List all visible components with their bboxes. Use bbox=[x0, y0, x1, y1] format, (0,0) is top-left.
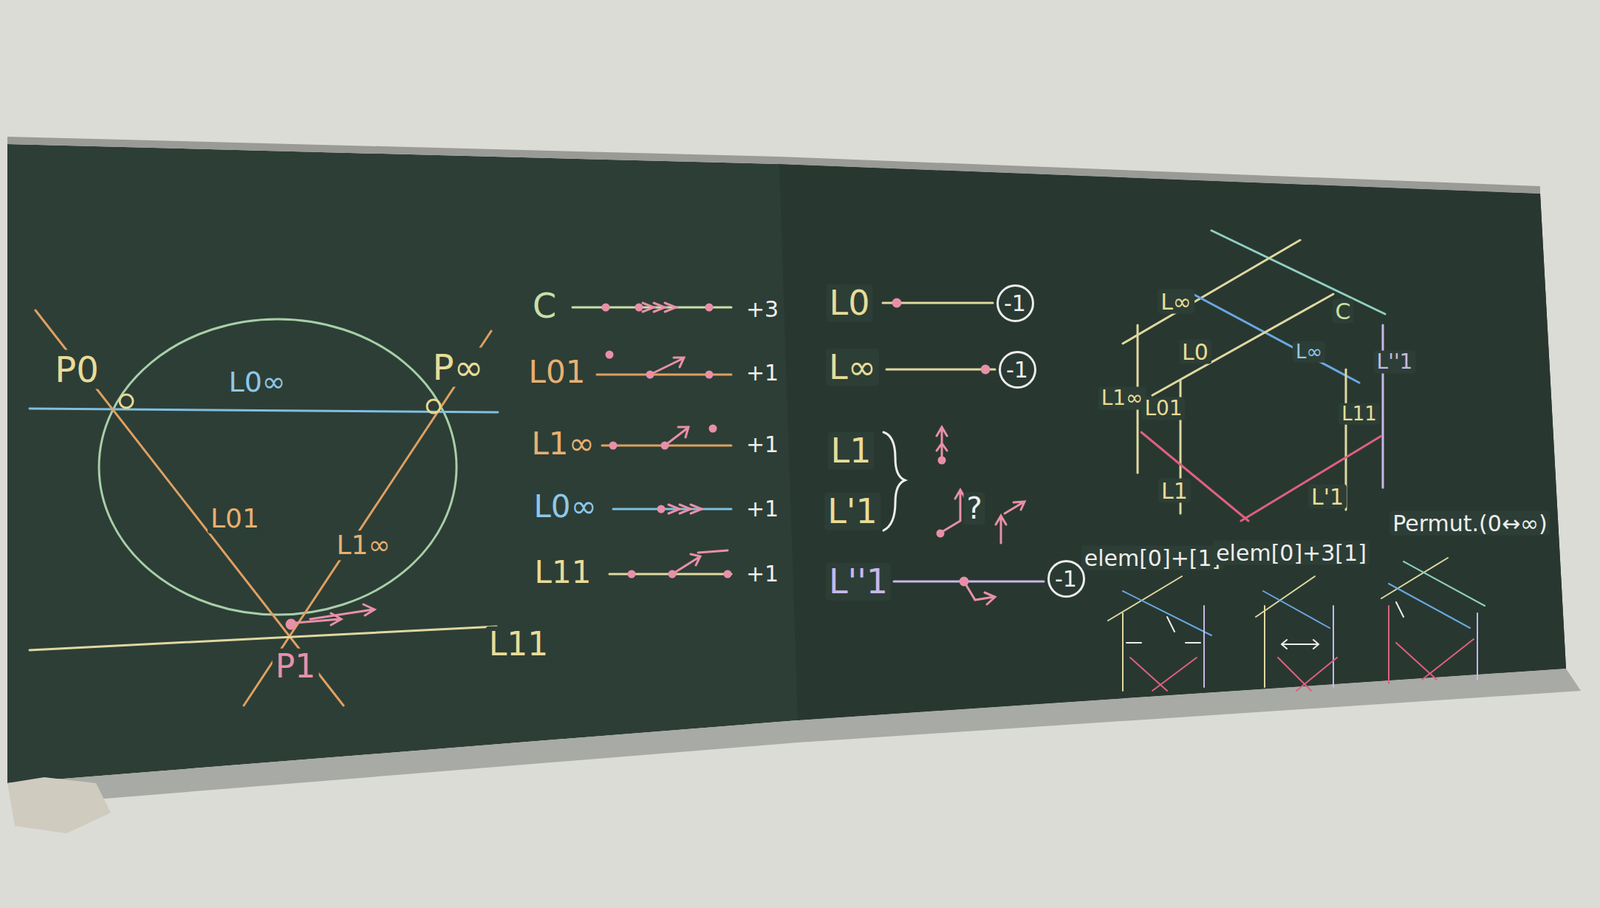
board-label: P1 bbox=[272, 648, 320, 685]
conic-figure bbox=[29, 310, 498, 706]
line-l11 bbox=[29, 626, 497, 651]
board-label: +1 bbox=[743, 360, 782, 385]
curve-configuration bbox=[1122, 230, 1386, 521]
board-label: P∞ bbox=[429, 347, 487, 388]
board-label: L∞ bbox=[825, 348, 880, 387]
board-label: elem[0]+3[1] bbox=[1212, 540, 1370, 566]
exceptional-rows bbox=[882, 299, 1044, 605]
board-label: L''1 bbox=[825, 562, 891, 601]
board-label: elem[0]+[1] bbox=[1081, 545, 1225, 571]
board-label: P0 bbox=[51, 350, 102, 390]
board-label: L0 bbox=[1178, 339, 1212, 365]
board-label: L01 bbox=[525, 355, 589, 390]
board-label: L1 bbox=[1158, 478, 1191, 504]
board-label: L11 bbox=[486, 626, 552, 662]
node-text: -1 bbox=[1006, 357, 1029, 382]
board-label: ? bbox=[963, 491, 985, 525]
node-text: -1 bbox=[1054, 566, 1078, 591]
chalk-tray bbox=[7, 668, 1581, 806]
board-label: +1 bbox=[743, 432, 782, 457]
board-label: +3 bbox=[743, 296, 782, 322]
board-label: +1 bbox=[743, 561, 782, 586]
point-p0 bbox=[119, 394, 133, 408]
board-label: L11 bbox=[531, 555, 595, 590]
eraser-cloth bbox=[7, 777, 111, 834]
board-label: Permut.(0↔∞) bbox=[1389, 511, 1550, 536]
small-sketches bbox=[1108, 557, 1485, 691]
board-frame bbox=[7, 136, 1541, 194]
board-label: L0 bbox=[826, 284, 874, 323]
circled-number: -1 bbox=[1047, 559, 1086, 598]
conic-c bbox=[98, 319, 457, 615]
board-label: L'1 bbox=[1308, 484, 1347, 509]
board-label: L'1 bbox=[824, 492, 881, 531]
board-label: L∞ bbox=[1157, 289, 1195, 314]
node-text: -1 bbox=[1003, 291, 1027, 316]
line-l01 bbox=[35, 310, 344, 706]
board-label: L1∞ bbox=[1098, 387, 1147, 410]
point-p-inf bbox=[426, 399, 441, 413]
board-label: L01 bbox=[1141, 397, 1185, 421]
board-right-panel bbox=[779, 163, 1567, 721]
board-label: L1 bbox=[828, 432, 875, 470]
board-label: L01 bbox=[207, 503, 263, 534]
board-label: L1∞ bbox=[333, 530, 394, 560]
point-p1 bbox=[286, 619, 296, 629]
tangent-arrows bbox=[295, 604, 375, 625]
circled-number: -1 bbox=[998, 350, 1037, 389]
board-label: L0∞ bbox=[530, 489, 600, 524]
circled-number: -1 bbox=[996, 284, 1035, 323]
board-label: L''1 bbox=[1373, 350, 1417, 374]
board-label: L11 bbox=[1338, 403, 1380, 425]
board-label: L1∞ bbox=[528, 426, 597, 461]
board-label: +1 bbox=[743, 496, 782, 521]
board-label: L0∞ bbox=[225, 367, 289, 399]
board-label: C bbox=[529, 287, 560, 326]
board-label: L∞ bbox=[1292, 341, 1326, 363]
board-label: C bbox=[1332, 299, 1355, 324]
